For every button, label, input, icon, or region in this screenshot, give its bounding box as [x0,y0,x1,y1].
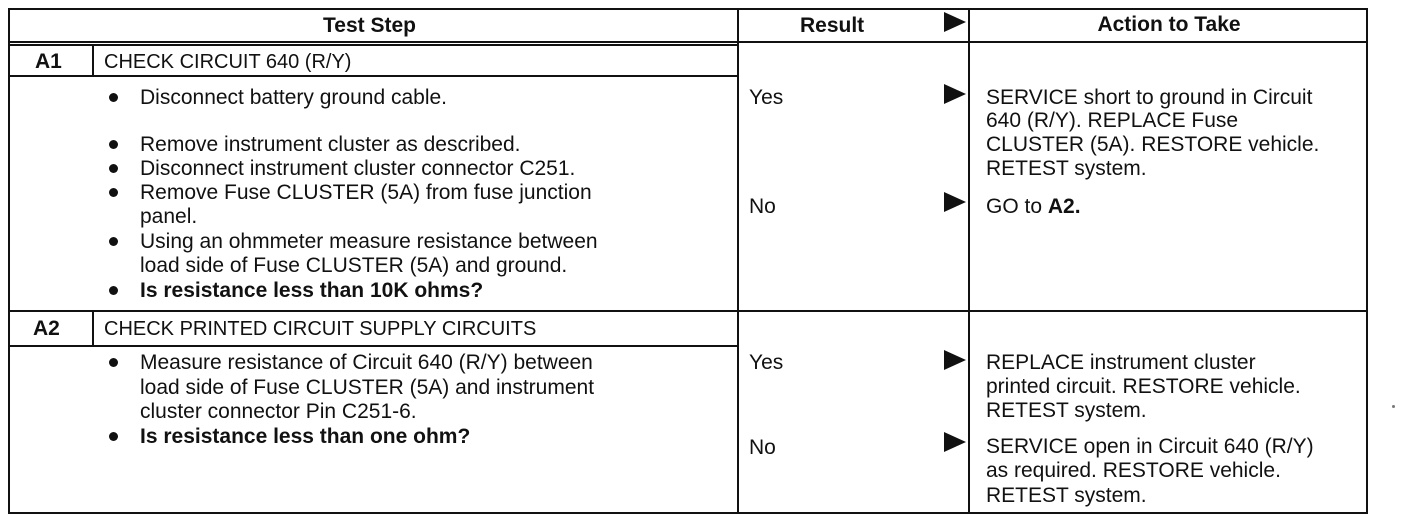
a1-id-divider [92,44,94,77]
bullet-icon [109,237,118,246]
result-arrow-icon [944,432,966,452]
action-text: GO to A2. [986,195,1081,219]
action-text: SERVICE open in Circuit 640 (R/Y) [986,435,1314,458]
bullet-icon [109,164,118,173]
result-arrow-icon [944,84,966,104]
header-divider [8,41,1368,43]
a2-title-bottom [8,345,739,347]
action-column-divider [968,8,970,514]
header-action: Action to Take [1097,13,1241,36]
bullet-text: load side of Fuse CLUSTER (5A) and instr… [140,376,595,399]
scan-speck [1392,405,1395,408]
step-divider [8,310,1368,312]
action-text: SERVICE short to ground in Circuit [986,86,1313,109]
table-right-border [1366,8,1368,514]
bullet-text: Remove instrument cluster as described. [140,133,521,156]
action-prefix: GO to [986,195,1048,218]
bullet-icon [109,188,118,197]
bullet-text: Disconnect instrument cluster connector … [140,157,576,180]
bullet-text: panel. [140,205,198,228]
action-text: 640 (R/Y). REPLACE Fuse [986,109,1239,132]
header-arrow-icon [944,12,966,32]
bullet-icon [109,93,118,102]
bullet-icon [109,286,118,295]
step-title: CHECK CIRCUIT 640 (R/Y) [104,51,352,73]
bullet-text: Using an ohmmeter measure resistance bet… [140,230,598,253]
step-title: CHECK PRINTED CIRCUIT SUPPLY CIRCUITS [104,318,537,340]
result-no: No [749,436,776,459]
bullet-text: Measure resistance of Circuit 640 (R/Y) … [140,351,593,374]
result-column-divider [737,8,739,514]
result-arrow-icon [944,192,966,212]
goto-step-link: A2. [1047,195,1081,218]
result-yes: Yes [749,351,784,374]
action-text: as required. RESTORE vehicle. [986,459,1281,482]
step-id: A2 [33,317,60,340]
action-text: printed circuit. RESTORE vehicle. [986,375,1301,398]
header-result: Result [800,14,865,37]
bullet-icon [109,432,118,441]
bullet-text: cluster connector Pin C251-6. [140,400,417,423]
action-text: REPLACE instrument cluster [986,351,1256,374]
action-text: RETEST system. [986,484,1147,507]
result-yes: Yes [749,86,784,109]
bullet-text: Remove Fuse CLUSTER (5A) from fuse junct… [140,181,592,204]
a1-title-top [8,44,739,46]
action-text: CLUSTER (5A). RESTORE vehicle. [986,133,1320,156]
action-text: RETEST system. [986,399,1147,422]
bullet-text: Disconnect battery ground cable. [140,86,448,109]
table-left-border [8,8,10,514]
a2-id-divider [92,310,94,347]
table-bottom-border [8,512,1368,514]
question-text: Is resistance less than 10K ohms? [140,279,484,302]
bullet-icon [109,140,118,149]
action-text: RETEST system. [986,157,1147,180]
table-top-border [8,8,1368,10]
bullet-text: load side of Fuse CLUSTER (5A) and groun… [140,254,568,277]
bullet-icon [109,358,118,367]
result-arrow-icon [944,350,966,370]
result-no: No [749,195,776,218]
question-text: Is resistance less than one ohm? [140,425,471,448]
step-id: A1 [35,50,62,73]
header-test-step: Test Step [323,14,416,37]
a1-title-bottom [8,75,739,77]
